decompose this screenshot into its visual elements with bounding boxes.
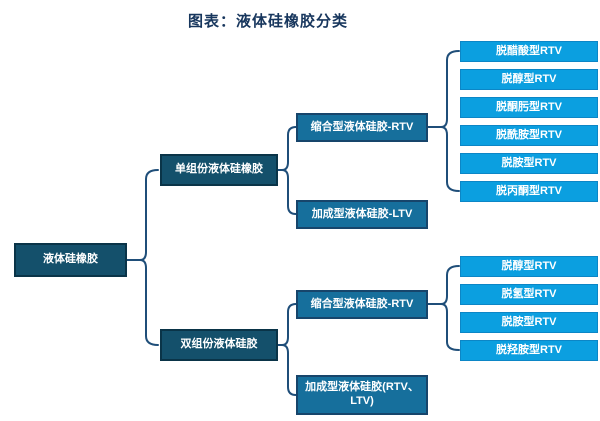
node-deketoxime-rtv: 脱酮肟型RTV [460,97,598,118]
node-deacetone-rtv: 脱丙酮型RTV [460,181,598,202]
node-dehydroxylamine-rtv: 脱羟胺型RTV [460,340,598,361]
node-deamine-rtv-bottom: 脱胺型RTV [460,312,598,333]
diagram-title: 图表：液体硅橡胶分类 [187,13,348,30]
node-addition-ltv: 加成型液体硅胶-LTV [296,200,428,229]
node-deacetic-rtv: 脱醋酸型RTV [460,41,598,62]
node-two-component: 双组份液体硅胶 [160,329,278,361]
node-dealcohol-rtv-bottom: 脱醇型RTV [460,256,598,277]
node-dehydrogen-rtv: 脱氢型RTV [460,284,598,305]
node-liquid-silicone-rubber: 液体硅橡胶 [14,243,127,277]
node-condensation-rtv-bottom: 缩合型液体硅胶-RTV [296,290,428,319]
node-dealcohol-rtv-top: 脱醇型RTV [460,69,598,90]
node-one-component: 单组份液体硅橡胶 [160,154,278,186]
node-deamine-rtv-top: 脱胺型RTV [460,153,598,174]
node-condensation-rtv-top: 缩合型液体硅胶-RTV [296,113,428,142]
node-addition-rtv-ltv: 加成型液体硅胶(RTV、LTV) [296,375,428,415]
node-deamide-rtv: 脱酰胺型RTV [460,125,598,146]
